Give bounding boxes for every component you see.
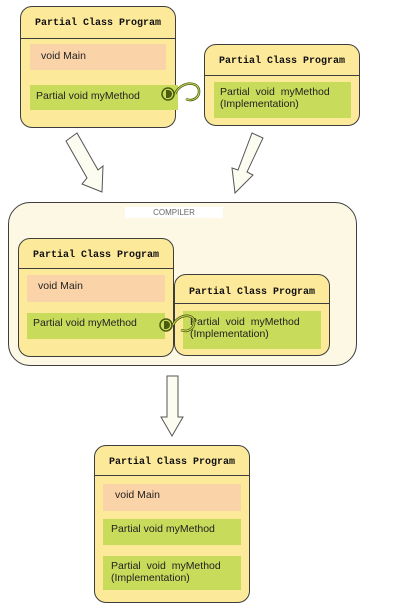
- method-implementation-slot: Partial void myMethod (Implementation): [214, 82, 351, 118]
- class-box-title: Partial Class Program: [33, 250, 160, 261]
- merged-class-box: Partial Class Program void Main Partial …: [94, 445, 250, 603]
- partial-method-slot: Partial void myMethod: [103, 519, 241, 545]
- partial-method-slot: Partial void myMethod: [27, 313, 165, 339]
- arrow-down-right: [65, 132, 104, 193]
- partial-link-connector-icon: [159, 314, 196, 333]
- compiler-class-box-main: Partial Class Program void Main Partial …: [18, 238, 174, 357]
- class-box-title: Partial Class Program: [189, 287, 316, 298]
- arrow-down-left: [231, 132, 264, 195]
- void-main-slot: void Main: [30, 44, 166, 70]
- class-box-divider: [205, 75, 359, 76]
- void-main-slot: void Main: [27, 275, 165, 302]
- method-implementation-slot: Partial void myMethod (Implementation): [103, 556, 241, 590]
- class-box-title: Partial Class Program: [109, 457, 236, 468]
- compiler-label: COMPILER: [125, 207, 223, 218]
- method-implementation-slot: Partial void myMethod (Implementation): [183, 311, 321, 349]
- class-box-main: Partial Class Program void Main Partial …: [20, 6, 178, 128]
- void-main-slot: void Main: [103, 484, 241, 511]
- arrow-down: [160, 375, 184, 437]
- class-box-implementation: Partial Class Program Partial void myMet…: [204, 44, 360, 126]
- class-box-divider: [175, 303, 329, 304]
- class-box-title: Partial Class Program: [219, 56, 346, 67]
- class-box-divider: [21, 38, 175, 39]
- class-box-divider: [19, 268, 173, 269]
- compiler-class-box-implementation: Partial Class Program Partial void myMet…: [174, 274, 330, 356]
- class-box-divider: [95, 475, 249, 476]
- partial-link-connector-icon: [161, 82, 201, 102]
- class-box-title: Partial Class Program: [35, 18, 162, 29]
- partial-method-slot: Partial void myMethod: [30, 85, 178, 110]
